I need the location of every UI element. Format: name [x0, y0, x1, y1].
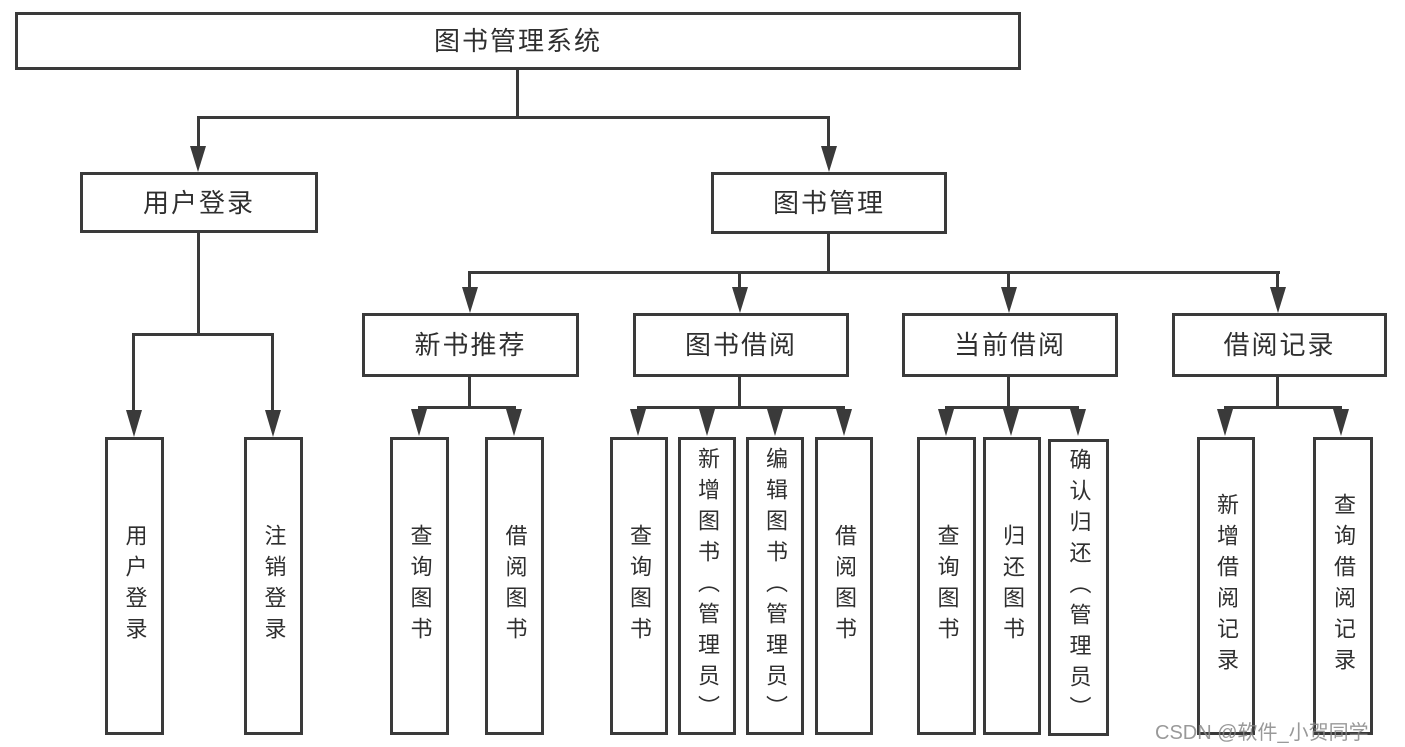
node-label: 用户登录 [142, 187, 255, 218]
arrow-down-icon [1270, 287, 1286, 313]
arrow-down-icon [1217, 409, 1233, 436]
connector-line [1007, 376, 1010, 408]
connector-line [1276, 376, 1279, 408]
node-book-management: 图书管理 [711, 172, 947, 234]
node-label: 图书管理系统 [433, 26, 602, 56]
node-label: 借阅图书 [502, 524, 528, 648]
arrow-down-icon [1001, 287, 1017, 313]
leaf-borrowing-query-books: 查询图书 [610, 437, 668, 735]
connector-line [637, 406, 845, 409]
arrow-down-icon [506, 409, 522, 436]
arrow-down-icon [265, 410, 281, 437]
arrow-down-icon [767, 409, 783, 436]
node-label: 图书管理 [772, 188, 885, 218]
arrow-down-icon [630, 409, 646, 436]
leaf-borrowing-borrow-books: 借阅图书 [815, 437, 873, 735]
leaf-logout: 注销登录 [244, 437, 303, 735]
node-label: 注销登录 [261, 524, 287, 648]
connector-line [827, 233, 830, 273]
node-label: 查询图书 [407, 524, 433, 648]
node-label: 查询图书 [934, 524, 960, 648]
arrow-down-icon [938, 409, 954, 436]
connector-line [468, 271, 471, 289]
node-user-login: 用户登录 [80, 172, 318, 233]
node-label: 借阅记录 [1223, 330, 1336, 360]
node-label: 图书借阅 [684, 330, 797, 360]
node-new-book-recommend: 新书推荐 [362, 313, 579, 377]
node-label: 当前借阅 [953, 330, 1066, 360]
arrow-down-icon [190, 146, 206, 172]
connector-line [468, 376, 471, 408]
arrow-down-icon [836, 409, 852, 436]
node-label: 归还图书 [1000, 524, 1025, 648]
leaf-recommend-borrow-books: 借阅图书 [485, 437, 544, 735]
node-borrowing-records: 借阅记录 [1172, 313, 1387, 377]
leaf-current-confirm-return-admin: 确认归还（管理员） [1048, 439, 1109, 736]
node-book-borrowing: 图书借阅 [633, 313, 849, 377]
leaf-user-login: 用户登录 [105, 437, 164, 735]
node-label: 新增图书（管理员） [695, 446, 720, 726]
leaf-records-query-borrow-record: 查询借阅记录 [1313, 437, 1373, 735]
connector-line [1276, 271, 1279, 289]
watermark: CSDN @软件_小贺同学 [1155, 722, 1369, 744]
node-label: 新增借阅记录 [1214, 493, 1239, 679]
connector-line [197, 116, 830, 119]
connector-line [1224, 406, 1342, 409]
node-current-borrowing: 当前借阅 [902, 313, 1118, 377]
arrow-down-icon [411, 409, 427, 436]
leaf-borrowing-add-books-admin: 新增图书（管理员） [678, 437, 736, 735]
connector-line [1007, 271, 1010, 289]
leaf-current-return-books: 归还图书 [983, 437, 1041, 735]
arrow-down-icon [1003, 409, 1019, 436]
arrow-down-icon [699, 409, 715, 436]
connector-line [516, 69, 519, 118]
node-label: 确认归还（管理员） [1066, 448, 1092, 727]
arrow-down-icon [1070, 409, 1086, 436]
leaf-records-add-borrow-record: 新增借阅记录 [1197, 437, 1255, 735]
node-label: 借阅图书 [832, 524, 857, 648]
node-root-library-management-system: 图书管理系统 [15, 12, 1021, 70]
connector-line [827, 116, 830, 148]
arrow-down-icon [732, 287, 748, 313]
leaf-current-query-books: 查询图书 [917, 437, 976, 735]
node-label: 新书推荐 [414, 330, 527, 360]
connector-line [418, 406, 516, 409]
arrow-down-icon [462, 287, 478, 313]
node-label: 编辑图书（管理员） [763, 446, 788, 726]
connector-line [945, 406, 1079, 409]
leaf-borrowing-edit-books-admin: 编辑图书（管理员） [746, 437, 804, 735]
arrow-down-icon [821, 146, 837, 172]
connector-line [271, 333, 274, 411]
node-label: 用户登录 [122, 524, 148, 648]
connector-line [197, 232, 200, 335]
connector-line [132, 333, 135, 411]
leaf-recommend-query-books: 查询图书 [390, 437, 449, 735]
connector-line [468, 271, 1280, 274]
arrow-down-icon [1333, 409, 1349, 436]
connector-line [738, 376, 741, 408]
connector-line [133, 333, 274, 336]
connector-line [197, 116, 200, 148]
node-label: 查询借阅记录 [1331, 493, 1356, 679]
arrow-down-icon [126, 410, 142, 437]
connector-line [738, 271, 741, 289]
node-label: 查询图书 [627, 524, 652, 648]
